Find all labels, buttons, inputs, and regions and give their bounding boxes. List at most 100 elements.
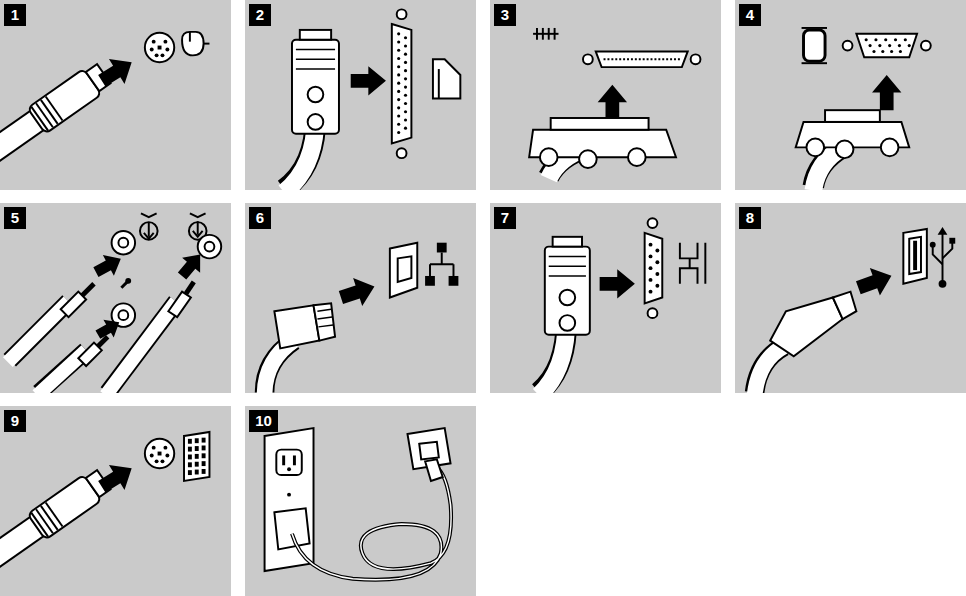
illustration-part [899, 50, 902, 53]
illustration-part [579, 150, 597, 168]
illustration-part [397, 106, 400, 109]
illustration-part [188, 470, 192, 475]
illustration-part [8, 247, 209, 393]
illustration-part [755, 346, 784, 393]
illustration-part [404, 77, 407, 80]
step-number: 4 [739, 4, 761, 26]
illustration-part [533, 33, 558, 35]
illustration-part [404, 69, 407, 72]
illustration-part [853, 262, 896, 302]
illustration-part [943, 243, 953, 259]
illustration-part [836, 141, 854, 159]
illustration-part [296, 59, 335, 60]
illustration-part [649, 243, 660, 294]
illustration-part [150, 454, 154, 458]
illustration-part [90, 248, 126, 282]
illustration-part [909, 237, 921, 274]
step-panel: 8 [735, 203, 966, 393]
illustration-part [390, 243, 417, 298]
illustration-part [296, 49, 335, 50]
illustration-part [913, 241, 917, 270]
illustration-part [865, 38, 868, 41]
usb-connector-illustration [735, 203, 966, 393]
illustration-part [425, 459, 443, 481]
step-panel: 7 [490, 203, 721, 393]
step-panel: 1 [0, 0, 231, 190]
illustration-part [46, 503, 63, 527]
illustration-part [118, 310, 128, 320]
power-cord-illustration [245, 406, 476, 596]
illustration-part [195, 438, 199, 443]
illustration-part [168, 292, 191, 317]
illustration-part [145, 33, 174, 62]
illustration-part [397, 57, 400, 60]
illustration-part [884, 38, 887, 41]
illustration-part [144, 223, 154, 239]
illustration-part [94, 456, 139, 500]
illustration-part [292, 40, 339, 134]
step-number: 1 [4, 4, 26, 26]
illustration-part [430, 252, 453, 275]
illustration-part [559, 315, 575, 331]
illustration-part [195, 454, 199, 459]
illustration-part [645, 233, 663, 303]
illustration-part [898, 44, 901, 47]
illustration-part [202, 438, 206, 443]
illustration-part [404, 118, 407, 121]
step-panel: 3 [490, 0, 721, 190]
illustration-part [691, 54, 701, 64]
illustration-part [802, 62, 827, 64]
illustration-part [41, 100, 58, 124]
illustration-part [433, 59, 460, 98]
illustration-part [188, 462, 192, 467]
illustration-part [894, 38, 897, 41]
illustration-part [655, 249, 659, 253]
illustration-part [188, 438, 206, 475]
illustration-part [397, 123, 400, 126]
step-panel: 9 [0, 406, 231, 596]
illustration-part [317, 309, 331, 311]
monitor-connector-illustration [735, 0, 966, 190]
illustration-part [276, 450, 301, 475]
step-number: 2 [249, 4, 271, 26]
step-panel: 10 [245, 406, 476, 596]
step-number: 8 [739, 207, 761, 229]
illustration-part [202, 446, 206, 451]
illustration-part [158, 452, 162, 456]
illustration-part [545, 247, 590, 335]
illustration-part [825, 110, 880, 122]
mouse-connector-illustration [0, 0, 231, 190]
illustration-part [833, 292, 856, 319]
illustration-part [94, 50, 139, 94]
illustration-part [551, 118, 649, 130]
illustration-part [158, 46, 162, 50]
illustration-part [152, 40, 156, 44]
illustration-part [449, 276, 459, 286]
illustration-part [649, 266, 653, 270]
illustration-part [112, 231, 135, 254]
illustration-part [161, 53, 165, 57]
illustration-part [397, 90, 400, 93]
illustration-part [804, 30, 826, 61]
illustration-part [549, 256, 586, 276]
illustration-part [150, 40, 170, 58]
illustration-part [604, 58, 680, 60]
illustration-part [843, 41, 853, 51]
illustration-part [188, 455, 192, 460]
illustration-part [549, 265, 586, 266]
illustration-part [397, 114, 400, 117]
illustration-part [680, 243, 705, 284]
illustration-part [888, 44, 891, 47]
illustration-part [872, 50, 875, 53]
illustration-part [397, 49, 400, 52]
illustration-part [308, 87, 324, 103]
illustration-part [425, 276, 435, 286]
illustration-part [274, 305, 319, 348]
illustration-part [890, 50, 893, 53]
illustration-part [318, 325, 333, 327]
illustration-part [540, 148, 558, 166]
illustration-part [397, 9, 407, 19]
illustration-part [31, 513, 48, 537]
illustration-part [404, 36, 407, 39]
illustration-part [300, 30, 331, 40]
